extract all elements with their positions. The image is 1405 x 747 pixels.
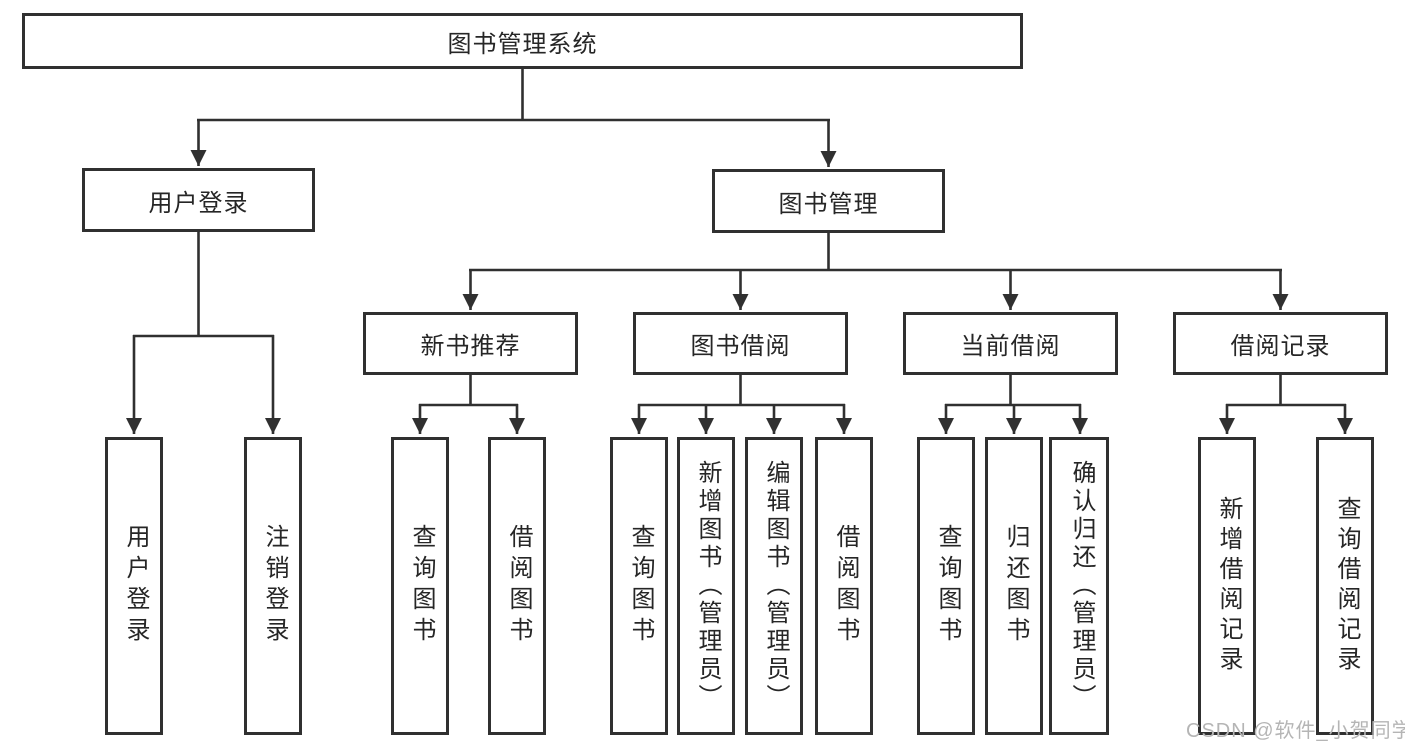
leaf-query-borrow-record: 查询借阅记录 bbox=[1316, 437, 1374, 735]
connector-current-borrowing-to-leaves bbox=[938, 375, 1088, 434]
connector-root-to-level2 bbox=[190, 69, 837, 167]
leaf-edit-books-admin: 编辑图书（管理员） bbox=[745, 437, 803, 735]
leaf-query-books-recommend: 查询图书 bbox=[391, 437, 449, 735]
csdn-watermark: CSDN @软件_小贺同学 bbox=[1186, 720, 1405, 742]
leaf-return-books: 归还图书 bbox=[985, 437, 1043, 735]
connector-user-login-to-leaves bbox=[126, 232, 281, 434]
leaf-query-books-current: 查询图书 bbox=[917, 437, 975, 735]
node-root-library-management-system: 图书管理系统 bbox=[22, 13, 1023, 69]
leaf-add-borrow-record: 新增借阅记录 bbox=[1198, 437, 1256, 735]
leaf-user-login: 用户登录 bbox=[105, 437, 163, 735]
leaf-add-books-admin: 新增图书（管理员） bbox=[677, 437, 735, 735]
node-borrowing-records: 借阅记录 bbox=[1173, 312, 1388, 375]
connector-new-book-recommend-to-leaves bbox=[412, 375, 525, 434]
connector-book-borrowing-to-leaves bbox=[631, 375, 852, 434]
connector-book-management-to-level3 bbox=[462, 233, 1289, 310]
leaf-query-books-borrowing: 查询图书 bbox=[610, 437, 668, 735]
leaf-borrow-books-borrowing: 借阅图书 bbox=[815, 437, 873, 735]
node-book-management: 图书管理 bbox=[712, 169, 945, 233]
leaf-logout: 注销登录 bbox=[244, 437, 302, 735]
leaf-borrow-books-recommend: 借阅图书 bbox=[488, 437, 546, 735]
node-current-borrowing: 当前借阅 bbox=[903, 312, 1118, 375]
node-user-login: 用户登录 bbox=[82, 168, 315, 232]
leaf-confirm-return-admin: 确认归还（管理员） bbox=[1049, 437, 1109, 735]
connector-borrowing-records-to-leaves bbox=[1219, 375, 1353, 434]
node-book-borrowing: 图书借阅 bbox=[633, 312, 848, 375]
node-new-book-recommend: 新书推荐 bbox=[363, 312, 578, 375]
